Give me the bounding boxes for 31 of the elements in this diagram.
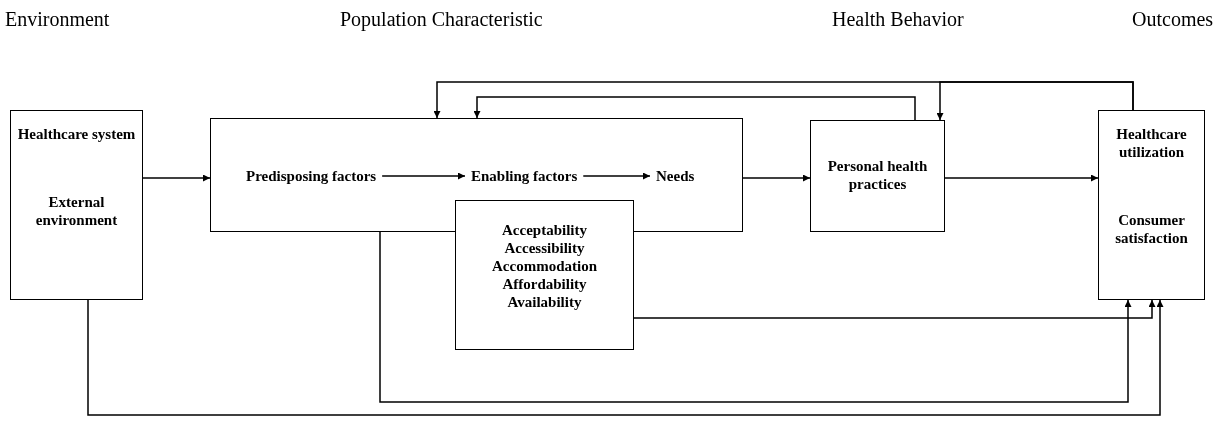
node-text: Consumer satisfaction: [1114, 211, 1189, 247]
process-box: [810, 120, 945, 232]
node-text: Healthcare utilization: [1115, 125, 1188, 161]
node-text: External environment: [34, 193, 119, 229]
factor-label: Needs: [656, 167, 695, 185]
process-box: [1098, 110, 1205, 300]
arrow: [379, 231, 1132, 403]
arrow: [944, 174, 1099, 182]
arrow: [142, 174, 211, 182]
arrow: [936, 81, 1134, 121]
arrow: [473, 96, 916, 121]
node-text: Personal health practices: [826, 157, 929, 193]
section-heading: Health Behavior: [832, 8, 964, 31]
process-box: [10, 110, 143, 300]
arrow: [742, 174, 811, 182]
section-heading: Outcomes: [1132, 8, 1214, 31]
arrow: [582, 172, 651, 180]
node-text: Acceptability: [502, 221, 587, 239]
node-text: Affordability: [502, 275, 587, 293]
factor-label: Predisposing factors: [246, 167, 377, 185]
arrow: [381, 172, 466, 180]
node-text: Healthcare system: [17, 125, 136, 143]
section-heading: Environment: [5, 8, 110, 31]
section-heading: Population Characteristic: [340, 8, 543, 31]
arrow: [87, 299, 1164, 416]
node-text: Availability: [507, 293, 582, 311]
arrow: [633, 299, 1156, 319]
node-text: Accessibility: [504, 239, 585, 257]
node-text: Accommodation: [492, 257, 597, 275]
factor-label: Enabling factors: [471, 167, 578, 185]
process-box: [455, 200, 634, 350]
